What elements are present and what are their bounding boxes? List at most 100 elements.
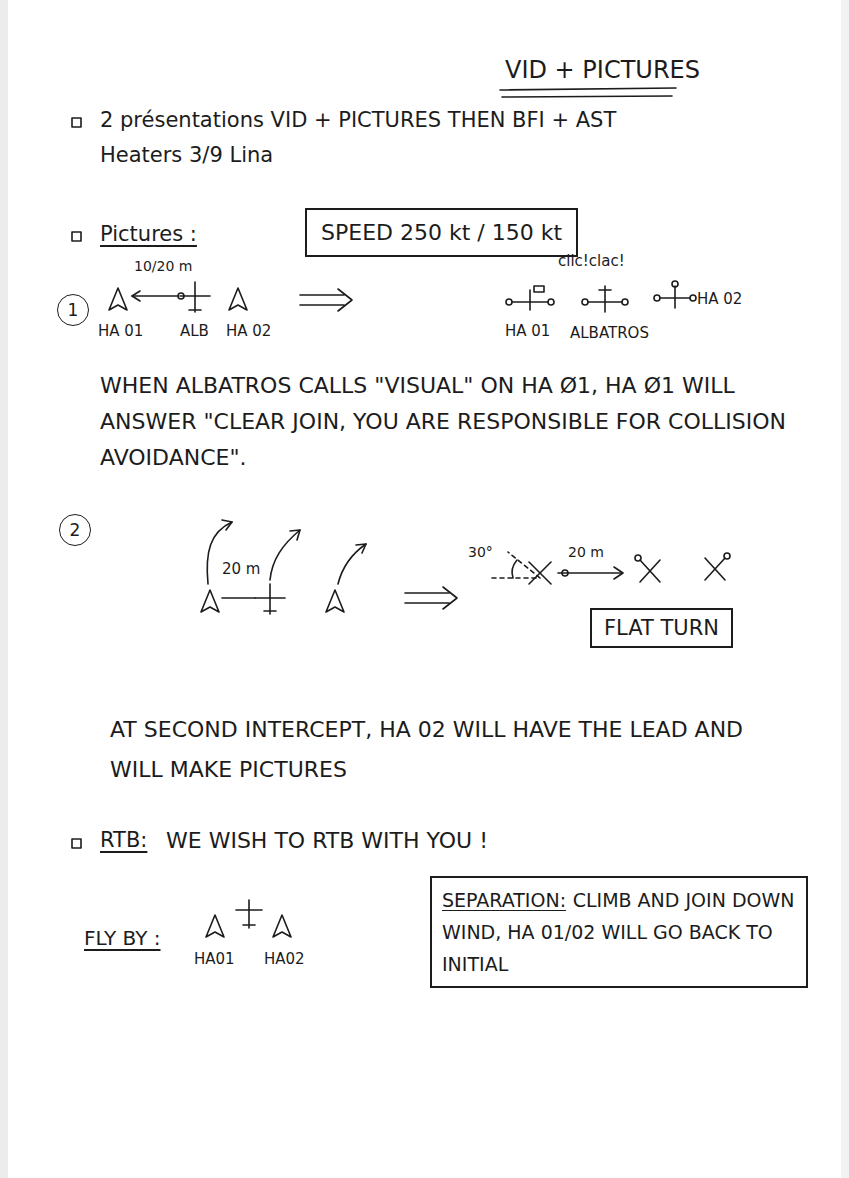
flyby-sketch-stroke	[248, 900, 250, 928]
aircraft-label: HA 02	[226, 322, 271, 340]
distance-label: 10/20 m	[134, 258, 192, 275]
flyby-sketch-stroke	[243, 924, 255, 926]
flat-turn-sketch-stroke	[492, 577, 540, 579]
box-text: FLAT TURN	[604, 616, 719, 640]
flat-turn-sketch-stroke	[614, 567, 623, 579]
aircraft-label: HA 01	[505, 322, 550, 340]
callout-number: 2	[59, 514, 91, 546]
procedure-note: WHEN ALBATROS CALLS "VISUAL" ON HA Ø1, H…	[100, 368, 810, 476]
flat-turn-sketch-stroke	[508, 552, 540, 578]
formation-sketch-2-stroke	[269, 584, 271, 614]
formation-sketch-1-result-stroke	[529, 290, 531, 310]
formation-sketch-2-stroke	[201, 590, 219, 612]
formation-sketch-1-stroke	[194, 282, 196, 312]
formation-sketch-1-result-stroke	[599, 289, 611, 291]
double-arrow-stroke	[405, 592, 449, 594]
page-title: VID + PICTURES	[505, 56, 700, 85]
formation-sketch-2-stroke	[222, 520, 232, 530]
formation-sketch-2-stroke	[356, 544, 366, 553]
box-text: 2	[70, 520, 81, 540]
note-line: WE WISH TO RTB WITH YOU !	[166, 828, 488, 854]
formation-sketch-1-stroke	[229, 288, 247, 310]
bullet-square	[72, 118, 81, 848]
flyby-sketch	[206, 900, 291, 937]
boxed-note: SPEED 250 kt / 150 kt	[305, 208, 578, 257]
double-arrow-stroke	[338, 289, 352, 311]
formation-sketch-2-stroke	[255, 597, 285, 599]
formation-sketch-1-result-stroke	[534, 286, 544, 292]
scan-edge	[841, 0, 849, 1178]
formation-sketch-1-result-stroke	[548, 299, 554, 305]
flat-turn-sketch-stroke	[640, 560, 660, 582]
formation-sketch-2-stroke	[264, 610, 276, 612]
distance-label: 20 m	[222, 560, 260, 578]
flat-turn-sketch-stroke	[562, 570, 568, 576]
double-arrow	[300, 289, 352, 311]
scan-edge	[0, 0, 8, 1178]
distance-label: 20 m	[568, 544, 604, 561]
flyby-sketch-stroke	[206, 915, 224, 937]
flat-turn-sketch-stroke	[635, 555, 641, 561]
title-underline-stroke	[500, 88, 676, 90]
formation-sketch-1	[109, 282, 247, 312]
formation-sketch-2-stroke	[222, 597, 255, 599]
formation-sketch-1-stroke	[109, 288, 127, 310]
formation-sketch-2	[201, 520, 366, 614]
formation-sketch-1-result-stroke	[582, 299, 588, 305]
formation-sketch-1-result-stroke	[690, 295, 696, 301]
flat-turn-sketch	[492, 552, 730, 584]
bullet-square-stroke	[72, 118, 81, 127]
double-arrow	[405, 587, 457, 609]
formation-sketch-1-stroke	[132, 295, 178, 297]
box-heading: SEPARATION:	[442, 889, 566, 911]
double-arrow-stroke	[300, 304, 344, 306]
note-line: 2 présentations VID + PICTURES THEN BFI …	[100, 108, 616, 133]
bullet-square-stroke	[72, 839, 81, 848]
formation-sketch-1-result-stroke	[506, 299, 512, 305]
aircraft-label: HA 02	[697, 290, 742, 308]
title-underline	[500, 88, 676, 97]
procedure-note: AT SECOND INTERCEPT, HA 02 WILL HAVE THE…	[110, 710, 760, 790]
sound-note: clic!clac!	[558, 252, 625, 270]
flat-turn-sketch-stroke	[640, 560, 660, 582]
flyby-sketch-stroke	[236, 909, 262, 911]
aircraft-label: ALB	[180, 322, 209, 340]
bullet-square-stroke	[72, 232, 81, 241]
aircraft-label: HA02	[264, 950, 305, 968]
formation-sketch-1-result-stroke	[672, 281, 678, 287]
section-heading: FLY BY :	[84, 926, 161, 950]
flat-turn-sketch-stroke	[512, 560, 517, 578]
formation-sketch-1-stroke	[180, 295, 210, 297]
double-arrow-stroke	[405, 602, 449, 604]
note-line: Heaters 3/9 Lina	[100, 143, 273, 168]
angle-label: 30°	[468, 544, 493, 561]
formation-sketch-1-result-stroke	[674, 286, 676, 308]
flat-turn-sketch-stroke	[724, 553, 730, 559]
flat-turn-sketch-stroke	[705, 558, 725, 580]
box-text: 1	[68, 300, 79, 320]
aircraft-label: HA 01	[98, 322, 143, 340]
formation-sketch-1-result-stroke	[622, 299, 628, 305]
box-text: SPEED 250 kt / 150 kt	[321, 220, 562, 245]
aircraft-label: HA01	[194, 950, 235, 968]
boxed-note: SEPARATION:CLIMB AND JOIN DOWN WIND, HA …	[430, 876, 808, 988]
formation-sketch-1-result-stroke	[654, 295, 660, 301]
flat-turn-sketch-stroke	[529, 562, 551, 584]
formation-sketch-1-stroke	[189, 309, 201, 311]
title-underline-stroke	[502, 96, 672, 97]
formation-sketch-1-result	[506, 281, 696, 312]
boxed-note: FLAT TURN	[590, 608, 733, 648]
flyby-sketch-stroke	[273, 915, 291, 937]
flat-turn-sketch-stroke	[529, 562, 551, 584]
section-heading: RTB:	[100, 828, 147, 853]
formation-sketch-2-stroke	[338, 544, 366, 584]
flat-turn-sketch-stroke	[705, 558, 725, 580]
formation-sketch-2-stroke	[290, 530, 300, 540]
callout-number: 1	[57, 294, 89, 326]
section-heading: Pictures :	[100, 222, 197, 247]
aircraft-label: ALBATROS	[570, 324, 649, 342]
formation-sketch-2-stroke	[270, 530, 300, 580]
double-arrow-stroke	[443, 587, 457, 609]
formation-sketch-1-stroke	[132, 291, 140, 301]
